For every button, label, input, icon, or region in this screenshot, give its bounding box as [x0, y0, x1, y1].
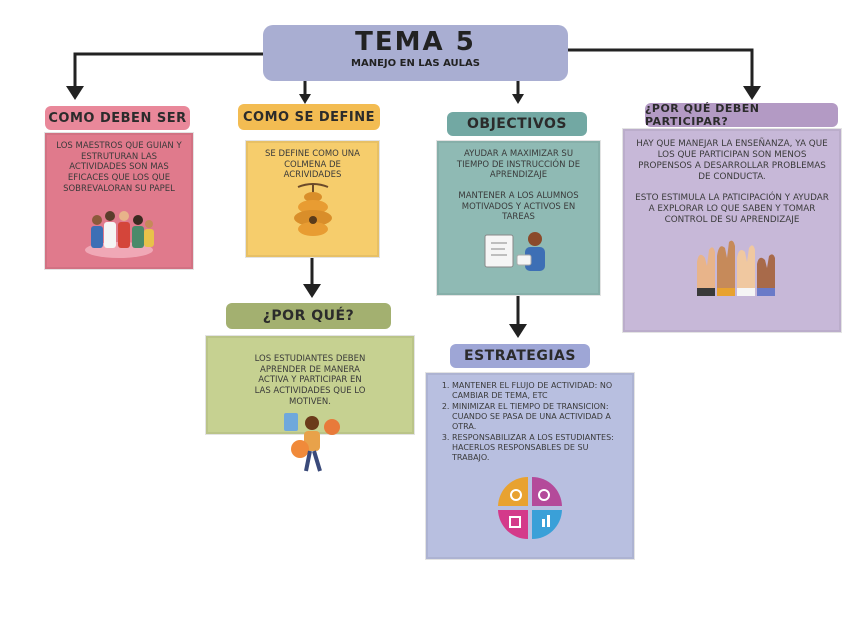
label-estrategias: ESTRATEGIAS	[450, 344, 590, 368]
arrow-to-como-deben-ser	[73, 52, 270, 94]
box-como-se-define: SE DEFINE COMO UNA COLMENA DE ACRIVIDADE…	[245, 140, 380, 258]
list-item: MANTENER EL FLUJO DE ACTIVIDAD: NO CAMBI…	[452, 381, 626, 401]
label-como-se-define: COMO SE DEFINE	[238, 104, 380, 130]
teachers-group-illustration	[85, 211, 154, 259]
box-estrategias: MANTENER EL FLUJO DE ACTIVIDAD: NO CAMBI…	[425, 372, 635, 560]
beehive-icon	[293, 182, 332, 236]
text-objectivos-2: MANTENER A LOS ALUMNOS MOTIVADOS Y ACTIV…	[458, 190, 579, 223]
box-porque: LOS ESTUDIANTES DEBEN APRENDER DE MANERA…	[205, 335, 415, 472]
text-participar-1: HAY QUE MANEJAR LA ENSEÑANZA, YA QUE LOS…	[636, 139, 828, 182]
page-title: TEMA 5	[355, 27, 476, 57]
label-por-que-participar: ¿POR QUÉ DEBEN PARTICIPAR?	[645, 102, 838, 128]
label-como-deben-ser: COMO DEBEN SER	[45, 106, 190, 130]
text-participar-2: ESTO ESTIMULA LA PATICIPACIÓN Y AYUDAR A…	[635, 192, 829, 225]
strategy-quadrant-icon	[498, 477, 562, 539]
list-item: RESPONSABILIZAR A LOS ESTUDIANTES: HACER…	[452, 433, 626, 463]
text-porque: LOS ESTUDIANTES DEBEN APRENDER DE MANERA…	[254, 354, 366, 407]
label-objectivos: OBJECTIVOS	[447, 112, 587, 136]
label-porque: ¿POR QUÉ?	[226, 303, 391, 329]
text-objectivos-1: AYUDAR A MAXIMIZAR SU TIEMPO DE INSTRUCC…	[456, 149, 581, 181]
box-como-deben-ser: LOS MAESTROS QUE GUIAN Y ESTRUTURAN LAS …	[44, 132, 194, 270]
raised-hands-illustration	[697, 240, 775, 296]
text-como-se-define: SE DEFINE COMO UNA COLMENA DE ACRIVIDADE…	[265, 149, 360, 181]
header-banner: TEMA 5 MANEJO EN LAS AULAS	[263, 25, 568, 81]
teacher-with-board-illustration	[484, 231, 545, 271]
student-illustration	[284, 413, 340, 472]
text-como-deben-ser: LOS MAESTROS QUE GUIAN Y ESTRUTURAN LAS …	[56, 141, 182, 194]
list-item: MINIMIZAR EL TIEMPO DE TRANSICION: CUAND…	[452, 402, 626, 432]
box-por-que-participar: HAY QUE MANEJAR LA ENSEÑANZA, YA QUE LOS…	[622, 128, 842, 333]
page-subtitle: MANEJO EN LAS AULAS	[351, 58, 480, 69]
arrow-to-por-que-participar	[564, 48, 754, 94]
estrategias-list: MANTENER EL FLUJO DE ACTIVIDAD: NO CAMBI…	[434, 381, 626, 463]
box-objectivos: AYUDAR A MAXIMIZAR SU TIEMPO DE INSTRUCC…	[436, 140, 601, 296]
